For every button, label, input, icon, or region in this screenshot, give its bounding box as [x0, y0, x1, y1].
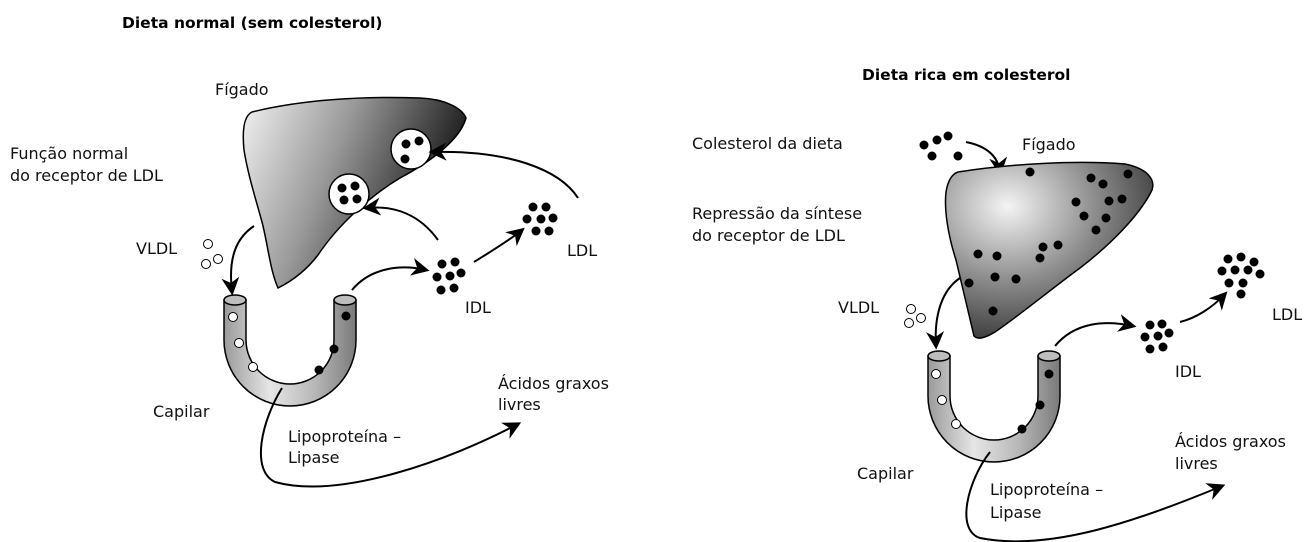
right-capillary: [927, 355, 1061, 463]
right-liver: [944, 161, 1154, 339]
left-receptor-lower: [328, 173, 370, 215]
left-capillary-vldl: [228, 312, 258, 372]
right-liver-cholesterol: [964, 167, 1133, 316]
right-ffa-label-2: livres: [1175, 454, 1218, 473]
right-repression-label-2: do receptor de LDL: [692, 226, 845, 245]
left-title: Dieta normal (sem colesterol): [122, 14, 382, 32]
left-capillary-label: Capilar: [153, 402, 210, 421]
right-vldl-particles: [904, 304, 926, 328]
right-diet-chol-particles: [919, 131, 963, 161]
right-idl-label: IDL: [1175, 362, 1201, 381]
right-panel: Dieta rica em colesterol Colesterol da d…: [692, 66, 1302, 542]
right-arrow-liver-to-capillary: [926, 277, 961, 350]
left-panel: Dieta normal (sem colesterol) Fígado Fun…: [10, 14, 609, 488]
right-repression-label-1: Repressão da síntese: [692, 204, 862, 223]
right-arrow-capillary-to-idl: [1054, 314, 1137, 347]
left-capillary-end-left: [223, 294, 247, 306]
right-capillary-label: Capilar: [857, 464, 914, 483]
right-lpl-label-1: Lipoproteína –: [990, 480, 1103, 499]
right-arrow-lipase: [965, 451, 1226, 542]
right-ldl-label: LDL: [1272, 305, 1302, 324]
left-arrow-idl-to-ldl: [473, 227, 525, 263]
right-capillary-idl: [1017, 369, 1054, 434]
left-vldl-label: VLDL: [136, 239, 177, 258]
left-receptor-upper-particles: [400, 136, 424, 164]
left-lpl-label-1: Lipoproteína –: [288, 427, 401, 446]
right-capillary-vldl: [931, 369, 961, 429]
right-arrow-idl-to-ldl: [1179, 291, 1228, 323]
right-liver-label: Fígado: [1022, 135, 1076, 154]
left-arrow-liver-to-capillary: [221, 225, 255, 296]
left-arrow-ldl-to-receptor: [428, 142, 579, 199]
right-capillary-end-right: [1037, 350, 1061, 362]
left-lpl-label-2: Lipase: [288, 448, 340, 467]
left-ldl-label: LDL: [567, 241, 597, 260]
left-receptor-label-1: Função normal: [10, 144, 128, 163]
left-liver-label: Fígado: [215, 80, 269, 99]
left-arrow-capillary-to-idl: [351, 257, 430, 291]
left-capillary: [223, 299, 357, 407]
right-diet-chol-label: Colesterol da dieta: [692, 134, 843, 153]
right-ldl-particles: [1217, 252, 1265, 299]
left-receptor-label-2: do receptor de LDL: [10, 166, 163, 185]
left-receptor-upper: [390, 128, 432, 170]
left-ffa-label-2: livres: [498, 395, 541, 414]
left-idl-particles: [432, 257, 466, 295]
right-vldl-label: VLDL: [838, 298, 879, 317]
left-idl-label: IDL: [465, 298, 491, 317]
left-ffa-label-1: Ácidos graxos: [498, 374, 609, 393]
right-capillary-end-left: [927, 350, 951, 362]
right-title: Dieta rica em colesterol: [862, 66, 1070, 84]
left-arrow-lipase: [260, 387, 522, 488]
left-capillary-idl: [314, 311, 351, 375]
right-idl-particles: [1140, 319, 1174, 354]
left-receptor-lower-particles: [337, 181, 362, 205]
right-ffa-label-1: Ácidos graxos: [1175, 432, 1286, 451]
right-lpl-label-2: Lipase: [990, 503, 1042, 522]
left-vldl-particles: [201, 239, 223, 269]
left-capillary-end-right: [333, 294, 357, 306]
left-ldl-particles: [522, 202, 558, 236]
left-arrow-idl-to-receptor: [362, 197, 439, 241]
